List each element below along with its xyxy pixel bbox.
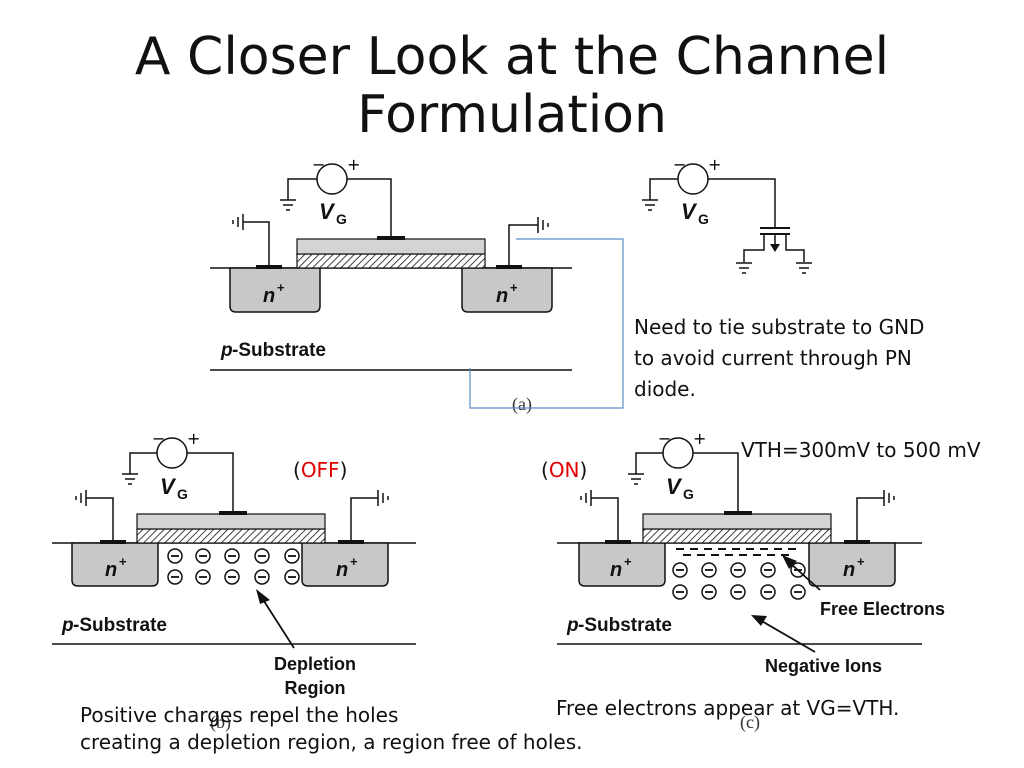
vg-label: V	[666, 474, 683, 499]
gate-oxide	[296, 253, 486, 269]
svg-text:+: +	[350, 554, 358, 569]
svg-text:-Substrate: -Substrate	[73, 615, 167, 636]
svg-text:G: G	[683, 486, 694, 502]
ground-icon	[232, 214, 244, 230]
free-electron-caption: Free electrons appear at VG=VTH.	[556, 696, 900, 720]
slide-title-line-2: Formulation	[357, 85, 667, 145]
svg-text:+: +	[693, 429, 706, 448]
plus-sign: +	[347, 155, 360, 174]
off-state-label: (OFF)	[293, 458, 348, 482]
svg-text:−: −	[673, 155, 686, 174]
svg-text:+: +	[708, 155, 721, 174]
n-plus-source-well	[71, 542, 159, 587]
negative-ions-label: Negative Ions	[765, 656, 882, 676]
depletion-caption-line-2: creating a depletion region, a region fr…	[80, 730, 583, 754]
gate-electrode	[642, 513, 832, 530]
p-substrate-label: p	[220, 340, 233, 361]
svg-text:-Substrate: -Substrate	[232, 340, 326, 361]
ground-icon	[280, 199, 296, 211]
n-plus-label: n	[105, 559, 117, 581]
gate-oxide	[136, 528, 326, 544]
figure-b-caption: (b)	[210, 712, 231, 733]
minus-sign: −	[312, 155, 325, 174]
svg-text:+: +	[187, 429, 200, 448]
off-state-text: OFF	[300, 458, 340, 482]
threshold-voltage-note: VTH=300mV to 500 mV	[741, 438, 981, 462]
n-plus-label: n	[610, 559, 622, 581]
depletion-label: Depletion	[274, 654, 356, 674]
ground-icon	[736, 262, 752, 274]
p-substrate-label: p	[61, 615, 74, 636]
svg-text:+: +	[510, 280, 518, 295]
figure-b-mosfet: − + V G n + n + p -Substrate	[52, 429, 416, 733]
negative-ion-grid	[167, 548, 300, 585]
free-electron-layer	[676, 548, 796, 556]
n-plus-label: n	[496, 285, 508, 307]
substrate-note-line-1: Need to tie substrate to GND	[634, 315, 925, 339]
svg-text:+: +	[624, 554, 632, 569]
n-plus-drain-well	[301, 542, 389, 587]
ground-icon	[377, 490, 389, 506]
svg-text:+: +	[857, 554, 865, 569]
n-plus-label: n	[263, 285, 275, 307]
depletion-caption-line-1: Positive charges repel the holes	[80, 703, 399, 727]
gate-electrode	[296, 238, 486, 255]
svg-text:+: +	[277, 280, 285, 295]
n-plus-drain-well	[461, 267, 553, 313]
on-state-label: (ON)	[541, 458, 588, 482]
ground-icon	[122, 473, 138, 485]
svg-text:Region: Region	[285, 678, 346, 698]
svg-text:G: G	[698, 211, 709, 227]
n-plus-label: n	[336, 559, 348, 581]
vg-label: V	[319, 199, 336, 224]
ground-icon	[883, 490, 895, 506]
ground-icon	[75, 490, 87, 506]
gate-electrode	[136, 513, 326, 530]
ground-icon	[580, 490, 592, 506]
ground-icon	[642, 199, 658, 211]
svg-text:-Substrate: -Substrate	[578, 615, 672, 636]
negative-ion-grid	[672, 562, 806, 600]
svg-text:−: −	[152, 429, 165, 448]
svg-text:+: +	[119, 554, 127, 569]
svg-text:G: G	[177, 486, 188, 502]
substrate-note-line-2: to avoid current through PN	[634, 346, 912, 370]
substrate-note-line-3: diode.	[634, 377, 696, 401]
figure-c-caption: (c)	[740, 712, 760, 733]
vg-subscript: G	[336, 211, 347, 227]
nmos-schematic: − + V G	[642, 155, 812, 274]
ground-icon	[796, 262, 812, 274]
on-state-text: ON	[548, 458, 580, 482]
figure-c-mosfet: − + V G n + n +	[557, 429, 945, 733]
figure-a-caption: (a)	[512, 394, 532, 415]
gate-oxide	[642, 528, 832, 544]
ground-icon	[537, 217, 549, 233]
slide-title: A Closer Look at the Channel Formulation	[0, 28, 1024, 144]
n-plus-source-well	[578, 542, 666, 587]
n-plus-label: n	[843, 559, 855, 581]
vg-label: V	[681, 199, 698, 224]
vg-label: V	[160, 474, 177, 499]
substrate-note: Need to tie substrate to GND to avoid cu…	[634, 312, 1014, 405]
slide-title-line-1: A Closer Look at the Channel	[134, 27, 890, 87]
free-electrons-label: Free Electrons	[820, 599, 945, 619]
figure-a-mosfet: − + V G n + n + p -Substra	[210, 155, 624, 415]
n-plus-source-well	[229, 267, 321, 313]
n-plus-drain-well	[808, 542, 896, 587]
svg-text:−: −	[658, 429, 671, 448]
ground-icon	[628, 473, 644, 485]
substrate-tie-annotation	[469, 238, 624, 409]
p-substrate-label: p	[566, 615, 579, 636]
